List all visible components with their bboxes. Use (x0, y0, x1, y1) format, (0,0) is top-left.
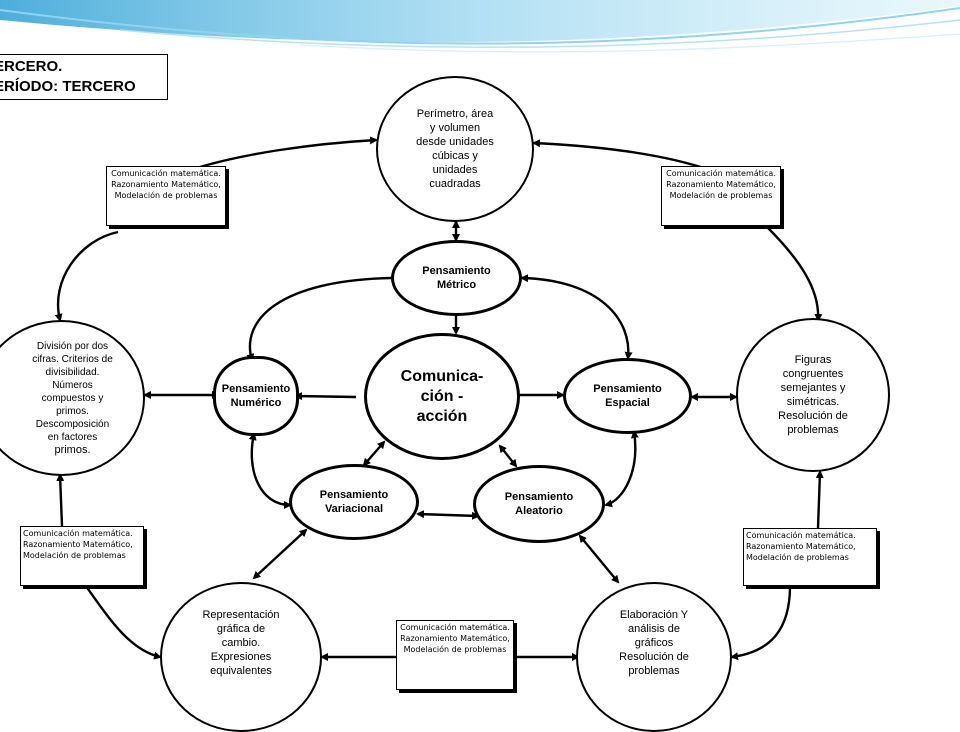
bottom-left-topic-line: Expresiones (210, 651, 272, 663)
header-wave-decoration (0, 0, 960, 53)
competencia-line: Comunicación matemática. (666, 169, 776, 178)
bottom-right-topic-line: Elaboración Y (619, 609, 689, 621)
competencia-line: Razonamiento Matemático, (111, 180, 221, 189)
bottom-right-topic-line: problemas (628, 665, 680, 677)
bottom-left-topic-line: gráfica de (216, 623, 266, 635)
competencia-line: Modelación de problemas (114, 191, 218, 200)
numerico-line-2: Numérico (230, 397, 282, 409)
competencia-line: Comunicación matemática. (23, 529, 133, 538)
left-topic-line: primos. (56, 405, 89, 417)
right-topic-line: Resolución de (778, 410, 848, 422)
period-label: ERÍODO: TERCERO (0, 78, 136, 95)
top-topic-line: Perímetro, área (416, 108, 494, 120)
espacial-line-1: Pensamiento (593, 383, 662, 395)
right-topic-line: congruentes (782, 368, 844, 380)
right-topic-line: Figuras (794, 354, 832, 366)
top-topic-line: cuadradas (429, 178, 481, 190)
topic-division-divisibilidad: División por dos cifras. Criterios de di… (0, 320, 145, 476)
espacial-line-2: Espacial (605, 397, 650, 409)
competencia-line: Modelación de problemas (746, 553, 849, 562)
left-topic-line: División por dos (36, 340, 109, 352)
right-topic-line: semejantes y (780, 382, 846, 394)
variacional-line-2: Variacional (324, 503, 384, 515)
competencia-line: Comunicación matemática. (746, 531, 856, 540)
bottom-left-topic-line: equivalentes (210, 665, 272, 677)
competencia-line: Modelación de problemas (403, 645, 507, 654)
bottom-right-topic-line: análisis de (628, 623, 680, 635)
grade-label: ERCERO. (0, 58, 63, 75)
competencia-line: Modelación de problemas (23, 551, 126, 560)
top-topic-line: desde unidades (416, 136, 494, 148)
bottom-left-topic-line: Representación (202, 609, 280, 621)
center-text-1: Comunica- (400, 367, 484, 385)
variacional-line-1: Pensamiento (319, 489, 389, 501)
aleatorio-line-1: Pensamiento (504, 491, 574, 503)
left-topic-line: en factores (47, 431, 98, 443)
left-topic-line: primos. (54, 443, 91, 456)
competencias-box-top-right: Comunicación matemática. Razonamiento Ma… (661, 166, 781, 226)
competencia-line: Comunicación matemática. (111, 169, 221, 178)
competencias-box-bottom-left: Comunicación matemática. Razonamiento Ma… (20, 526, 144, 586)
center-text-2: ción - (420, 387, 464, 405)
topic-representacion-grafica: Representación gráfica de cambio. Expres… (160, 582, 322, 732)
bottom-right-topic-line: gráficos (634, 637, 674, 649)
competencia-line: Razonamiento Matemático, (746, 542, 856, 551)
competencias-box-bottom-center: Comunicación matemática. Razonamiento Ma… (396, 620, 514, 690)
left-topic-line: Números (52, 379, 93, 391)
top-topic-line: y volumen (429, 122, 481, 134)
bottom-right-topic-line: Resolución de (619, 651, 689, 663)
competencia-line: Razonamiento Matemático, (400, 634, 510, 643)
competencia-line: Comunicación matemática. (400, 623, 510, 632)
topic-perimetro-area-volumen: Perímetro, área y volumen desde unidades… (376, 76, 534, 222)
top-topic-line: unidades (432, 164, 478, 176)
competencia-line: Razonamiento Matemático, (666, 180, 776, 189)
center-text-3: acción (416, 407, 468, 425)
bottom-left-topic-line: cambio. (221, 637, 261, 649)
aleatorio-line-2: Aleatorio (515, 505, 563, 517)
top-topic-line: cúbicas y (432, 150, 478, 162)
metrico-line-2: Métrico (436, 279, 477, 291)
competencia-line: Modelación de problemas (669, 191, 773, 200)
numerico-line-1: Pensamiento (221, 383, 291, 395)
center-node-comunicacion: Comunica- ción - acción (364, 333, 520, 460)
right-topic-line: simétricas. (786, 396, 840, 408)
competencia-line: Razonamiento Matemático, (23, 540, 133, 549)
topic-elaboracion-graficos: Elaboración Y análisis de gráficos Resol… (576, 582, 732, 732)
right-topic-line: problemas (787, 424, 839, 436)
left-topic-line: cifras. Criterios de (32, 353, 113, 365)
metrico-line-1: Pensamiento (422, 265, 491, 277)
topic-figuras-congruentes: Figuras congruentes semejantes y simétri… (736, 318, 890, 472)
grade-period-label: ERCERO. ERÍODO: TERCERO (0, 54, 168, 100)
left-topic-line: divisibilidad. (45, 366, 100, 378)
competencias-box-right: Comunicación matemática. Razonamiento Ma… (743, 528, 877, 586)
left-topic-line: compuestos y (41, 392, 104, 404)
left-topic-line: Descomposición (35, 418, 110, 430)
competencias-box-top-left: Comunicación matemática. Razonamiento Ma… (106, 166, 226, 226)
